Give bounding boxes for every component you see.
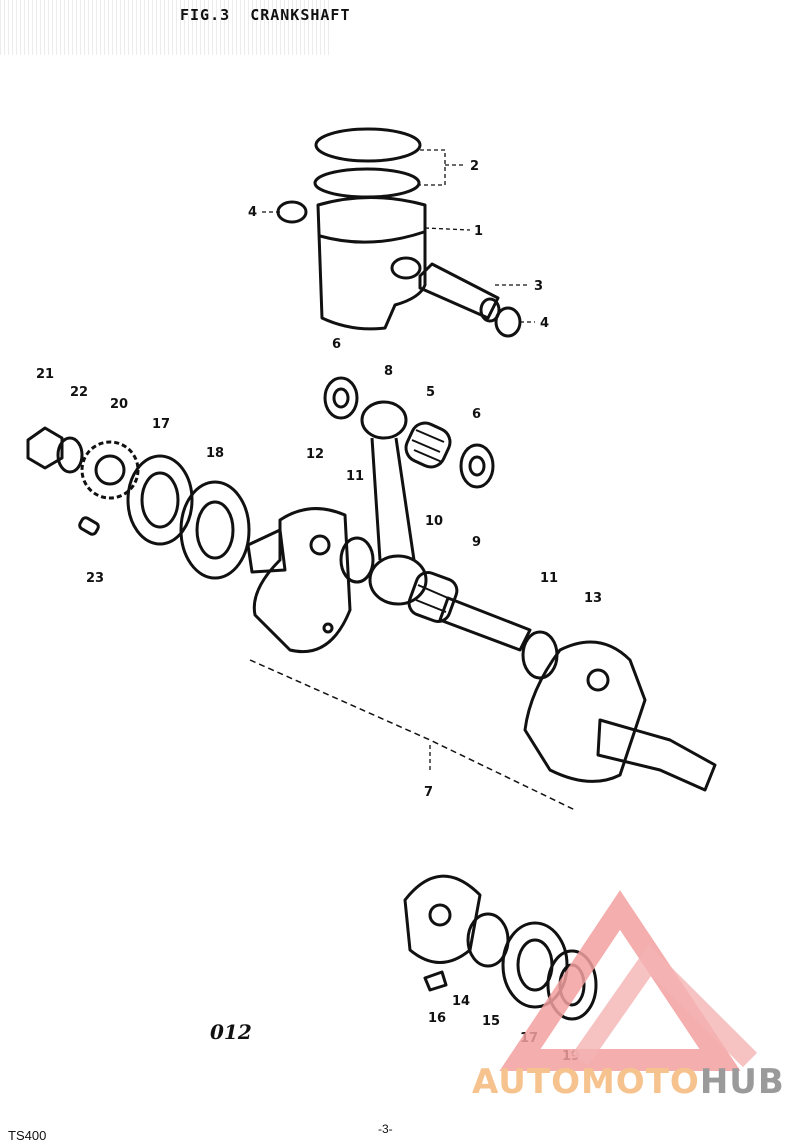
crank-pin [438,596,532,652]
label-part-17: 17 [152,417,170,432]
con-rod-small-end [360,400,408,440]
assembly-bracket [249,659,576,811]
label-part-20: 20 [110,397,128,412]
piston-ring-top [314,127,422,163]
piston-pin-hole [390,256,422,280]
label-part-14: 14 [452,994,470,1009]
figure-number: FIG.3 [180,6,231,24]
big-end-bearing [407,571,459,623]
label-part-10: 10 [425,514,443,529]
piston-pin [418,262,500,320]
label-part-23: 23 [86,571,104,586]
label-part-11-right: 11 [540,571,558,586]
oil-seal-left [179,480,251,580]
con-rod-big-end [368,554,428,606]
crank-shaft-right [596,718,717,792]
label-part-13: 13 [584,591,602,606]
watermark-text: AUTOMOTOHUB [472,1062,785,1102]
scan-noise [0,0,330,55]
label-part-16: 16 [428,1011,446,1026]
crank-half-right [523,640,647,783]
thrust-washer-right [459,443,495,489]
watermark-part2: HUB [699,1062,785,1102]
label-part-11: 11 [346,469,364,484]
thrust-washer-left [323,376,359,420]
piston-ring-bottom [313,167,421,199]
connecting-rod [370,437,416,561]
label-part-12: 12 [306,447,324,462]
label-part-4-right: 4 [540,316,549,331]
figure-title: CRANKSHAFT [250,6,351,24]
crank-nut [26,426,64,470]
washer-11-right [521,630,559,680]
washer-11-left [339,536,375,584]
circlip-left [276,200,308,224]
screw-16 [423,970,448,992]
label-part-1: 1 [474,224,483,239]
figure-header: FIG.3 CRANKSHAFT [180,6,361,24]
diagram-code: 012 [210,1020,252,1044]
label-part-18: 18 [206,446,224,461]
logo-triangle [499,890,741,1071]
model-name: TS400 [8,1128,47,1143]
label-part-3: 3 [534,279,543,294]
label-part-6: 6 [332,337,341,352]
label-part-5: 5 [426,385,435,400]
label-part-2: 2 [470,159,479,174]
automotohub-logo [499,890,758,1071]
label-part-7: 7 [424,785,433,800]
oil-seal-right [546,949,598,1021]
label-part-8: 8 [384,364,393,379]
lock-washer [56,436,84,474]
page-number: -3- [378,1122,393,1136]
label-part-4: 4 [248,205,257,220]
label-part-9: 9 [472,535,481,550]
main-bearing-left [126,454,194,546]
small-end-bearing [404,421,452,469]
label-part-15: 15 [482,1014,500,1029]
piston-body [316,196,427,331]
woodruff-key [78,516,100,536]
crank-half-left [252,507,352,654]
crank-shaft-left [246,528,287,574]
watermark-part1: AUTOMOTO [472,1062,700,1102]
label-part-6-right: 6 [472,407,481,422]
label-part-22: 22 [70,385,88,400]
retainer-plate [403,874,482,964]
circlip-right [494,306,522,338]
label-part-21: 21 [36,367,54,382]
